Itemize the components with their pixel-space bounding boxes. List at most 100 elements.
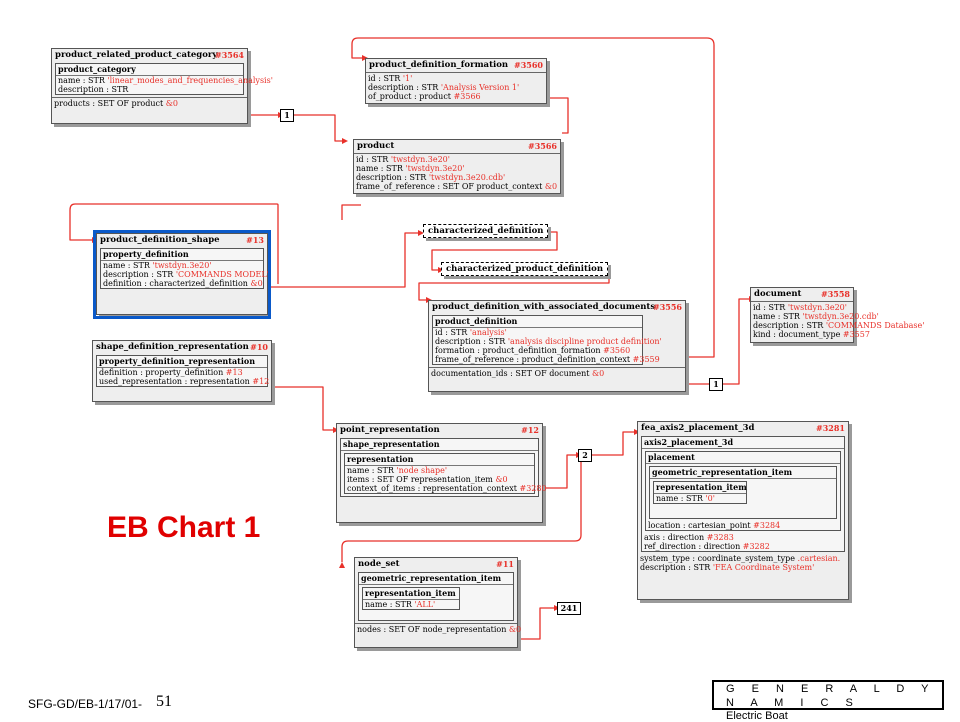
subtype-box: representation_item name : STR 'ALL' xyxy=(362,587,460,610)
attribute-row: axis : direction #3283 xyxy=(644,533,734,542)
footer-code: SFG-GD/EB-1/17/01- xyxy=(28,697,143,711)
subtype-title: shape_representation xyxy=(341,439,538,451)
logo-line-1: G E N E R A L D Y N A M I C S xyxy=(726,683,936,709)
entity-id: #3556 xyxy=(653,302,682,312)
entity-node-set[interactable]: node_set #11 geometric_representation_it… xyxy=(354,557,522,648)
entity-document[interactable]: document #3558 id : STR 'twstdyn.3e20' n… xyxy=(750,287,925,343)
entity-title: product_definition_with_associated_docum… xyxy=(432,302,656,312)
entity-id: #3566 xyxy=(528,141,557,151)
attribute-row: items : SET OF representation_item &0 xyxy=(347,475,508,484)
attribute-row: definition : characterized_definition &0 xyxy=(103,279,263,288)
entity-shape-definition-representation[interactable]: shape_definition_representation #10 prop… xyxy=(92,340,272,402)
entity-title: point_representation xyxy=(340,425,440,435)
attribute-row: description : STR 'analysis discipline p… xyxy=(435,337,662,346)
attribute-row: description : STR 'Analysis Version 1' xyxy=(368,83,520,92)
set-tag: 1 xyxy=(280,109,294,122)
attribute-row: id : STR '1' xyxy=(368,74,413,83)
attribute-row: name : STR 'twstdyn.3e20' xyxy=(103,261,212,270)
entity-product-definition-shape[interactable]: product_definition_shape #13 property_de… xyxy=(96,233,269,315)
entity-id: #12 xyxy=(521,425,539,435)
subtype-box: shape_representation representation name… xyxy=(340,438,547,497)
chart-label: EB Chart 1 xyxy=(107,511,261,544)
entity-title: product_definition_shape xyxy=(100,235,220,245)
entity-title: product_related_product_category xyxy=(55,50,218,60)
select-type-characterized-definition[interactable]: characterized_definition xyxy=(423,224,549,238)
entity-title: document xyxy=(754,289,802,299)
attribute-row: products : SET OF product &0 xyxy=(54,99,178,108)
subtype-title: axis2_placement_3d xyxy=(642,437,844,449)
subtype-title: product_category xyxy=(56,64,243,76)
entity-id: #11 xyxy=(496,559,514,569)
subtype-box: product_definition id : STR 'analysis' d… xyxy=(432,315,662,365)
attribute-row: name : STR '0' xyxy=(656,494,715,503)
attribute-row: description : STR 'COMMANDS MODEL' xyxy=(103,270,269,279)
attribute-row: description : STR xyxy=(58,85,129,94)
subtype-title: representation_item xyxy=(654,482,747,494)
attribute-row: of_product : product #3566 xyxy=(368,92,481,101)
subtype-box: axis2_placement_3d placement geometric_r… xyxy=(641,436,845,552)
select-type-characterized-product-definition[interactable]: characterized_product_definition xyxy=(441,262,609,276)
entity-title: shape_definition_representation xyxy=(96,342,249,352)
entity-fea-axis2-placement-3d[interactable]: fea_axis2_placement_3d #3281 axis2_place… xyxy=(637,421,849,600)
attribute-row: kind : document_type #3557 xyxy=(753,330,870,339)
attribute-row: used_representation : representation #12 xyxy=(99,377,270,386)
subtype-box: product_category name : STR 'linear_mode… xyxy=(55,63,273,95)
set-tag: 241 xyxy=(557,602,581,615)
attribute-row: documentation_ids : SET OF document &0 xyxy=(431,369,605,378)
attribute-row: name : STR 'twstdyn.3e20.cdb' xyxy=(753,312,879,321)
attribute-row: description : STR 'FEA Coordinate System… xyxy=(640,563,815,572)
entity-id: #3564 xyxy=(215,50,244,60)
entity-product-definition-formation[interactable]: product_definition_formation #3560 id : … xyxy=(365,58,547,104)
entity-product[interactable]: product #3566 id : STR 'twstdyn.3e20' na… xyxy=(353,139,561,194)
attribute-row: id : STR 'twstdyn.3e20' xyxy=(753,303,847,312)
subtype-box: property_definition_representation defin… xyxy=(96,355,270,387)
subtype-title: geometric_representation_item xyxy=(359,573,513,585)
entity-title: fea_axis2_placement_3d xyxy=(641,423,755,433)
attribute-row: nodes : SET OF node_representation &0 xyxy=(357,625,522,634)
attribute-row: name : STR 'twstdyn.3e20' xyxy=(356,164,465,173)
attribute-row: id : STR 'analysis' xyxy=(435,328,507,337)
subtype-title: placement xyxy=(646,452,840,464)
subtype-box: property_definition name : STR 'twstdyn.… xyxy=(100,248,269,289)
entity-id: #10 xyxy=(250,342,268,352)
entity-point-representation[interactable]: point_representation #12 shape_represent… xyxy=(336,423,547,523)
entity-product-related-product-category[interactable]: product_related_product_category #3564 p… xyxy=(51,48,273,124)
attribute-row: name : STR 'node shape' xyxy=(347,466,448,475)
subtype-title: property_definition_representation xyxy=(97,356,267,368)
attribute-row: frame_of_reference : product_definition_… xyxy=(435,355,660,364)
attribute-row: formation : product_definition_formation… xyxy=(435,346,631,355)
subtype-title: representation_item xyxy=(363,588,459,600)
entity-title: product xyxy=(357,141,395,151)
attribute-row: location : cartesian_point #3284 xyxy=(648,521,781,530)
attribute-row: ref_direction : direction #3282 xyxy=(644,542,770,551)
attribute-row: context_of_items : representation_contex… xyxy=(347,484,547,493)
entity-title: product_definition_formation xyxy=(369,60,509,70)
attribute-row: name : STR 'ALL' xyxy=(365,600,436,609)
page-number: 51 xyxy=(156,693,172,710)
subtype-box: representation name : STR 'node shape' i… xyxy=(344,453,547,494)
logo-line-2: Electric Boat xyxy=(726,710,788,722)
attribute-row: system_type : coordinate_system_type .ca… xyxy=(640,554,841,563)
general-dynamics-logo: G E N E R A L D Y N A M I C S Electric B… xyxy=(712,680,944,722)
attribute-row: description : STR 'COMMANDS Database' xyxy=(753,321,925,330)
entity-product-definition-with-associated-documents[interactable]: product_definition_with_associated_docum… xyxy=(428,300,686,392)
attribute-row: name : STR 'linear_modes_and_frequencies… xyxy=(58,76,273,85)
attribute-row: id : STR 'twstdyn.3e20' xyxy=(356,155,450,164)
entity-id: #13 xyxy=(246,235,264,245)
subtype-title: property_definition xyxy=(101,249,263,261)
subtype-box: representation_item name : STR '0' xyxy=(653,481,747,504)
attribute-row: definition : property_definition #13 xyxy=(99,368,243,377)
entity-id: #3560 xyxy=(514,60,543,70)
attribute-row: frame_of_reference : SET OF product_cont… xyxy=(356,182,558,191)
subtype-box: geometric_representation_item representa… xyxy=(358,572,514,621)
entity-id: #3558 xyxy=(821,289,850,299)
subtype-title: product_definition xyxy=(433,316,642,328)
subtype-title: geometric_representation_item xyxy=(650,467,836,479)
subtype-title: representation xyxy=(345,454,534,466)
subtype-box: placement geometric_representation_item … xyxy=(645,451,841,531)
subtype-box: geometric_representation_item representa… xyxy=(649,466,837,519)
entity-title: node_set xyxy=(358,559,400,569)
selection-highlight-box xyxy=(93,230,271,319)
set-tag: 1 xyxy=(709,378,723,391)
